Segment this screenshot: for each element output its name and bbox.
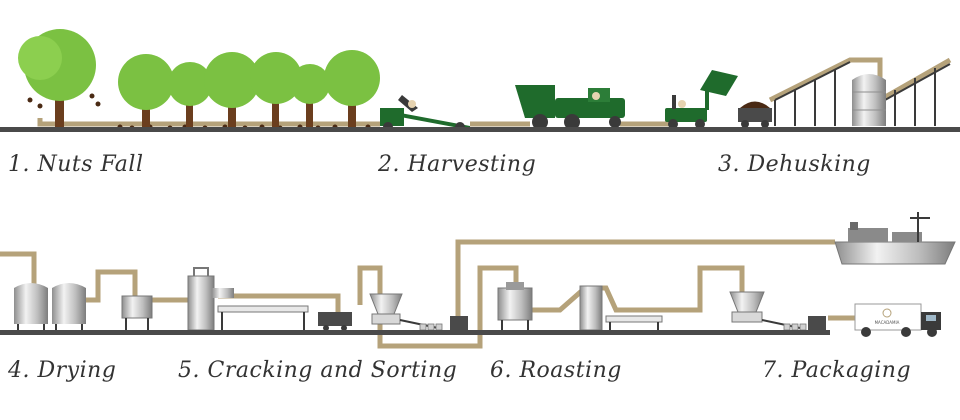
tractor-with-bin [515, 85, 625, 130]
drying-silo-1 [14, 283, 48, 332]
top-row [0, 29, 960, 132]
step-label-dehusking: 3. Dehusking [718, 152, 871, 177]
sorting-table [217, 305, 309, 330]
conveyor-pipe-top [37, 57, 952, 127]
cargo-ship [834, 212, 956, 265]
crate-stack-2 [808, 316, 826, 330]
roasting-table [605, 315, 663, 330]
drying-silo-2 [52, 283, 86, 332]
tree-3 [168, 62, 212, 128]
tree-5 [250, 52, 302, 128]
packed-boxes-1 [419, 323, 443, 331]
step-label-harvesting: 2. Harvesting [378, 152, 537, 177]
bottom-row: MACADAMIA [0, 212, 956, 349]
roasting-machine [497, 282, 533, 330]
sorting-hopper [369, 293, 439, 329]
packed-boxes-2 [783, 323, 807, 331]
nut-cart [738, 101, 772, 128]
inclined-conveyor [774, 61, 951, 126]
sorting-cart [318, 312, 352, 331]
ground-line-top [0, 127, 960, 132]
step-label-cracking-sorting: 5. Cracking and Sorting [178, 358, 458, 383]
roasting-column [579, 285, 603, 331]
crate-stack-1 [450, 316, 468, 330]
truck-logo-icon [882, 308, 892, 318]
cracking-machine [187, 267, 234, 331]
conveyor-pipe-bottom [0, 239, 855, 349]
dehusking-silo [852, 74, 886, 126]
ground-line-bottom [0, 330, 830, 335]
harvester-machine [380, 95, 470, 132]
step-label-roasting: 6. Roasting [490, 358, 622, 383]
tree-4 [204, 52, 260, 128]
tree-2 [118, 54, 174, 128]
dehusking-tractor [665, 70, 738, 129]
tree-6 [290, 64, 330, 128]
step-label-packaging: 7. Packaging [762, 358, 912, 383]
truck-logo-text: MACADAMIA [875, 320, 900, 325]
step-label-nuts-fall: 1. Nuts Fall [8, 152, 144, 177]
delivery-truck: MACADAMIA [854, 303, 941, 337]
packaging-hopper [729, 291, 801, 329]
step-label-drying: 4. Drying [8, 358, 117, 383]
drying-hopper [121, 295, 153, 332]
tree-1 [18, 29, 96, 128]
tree-7 [324, 50, 380, 128]
